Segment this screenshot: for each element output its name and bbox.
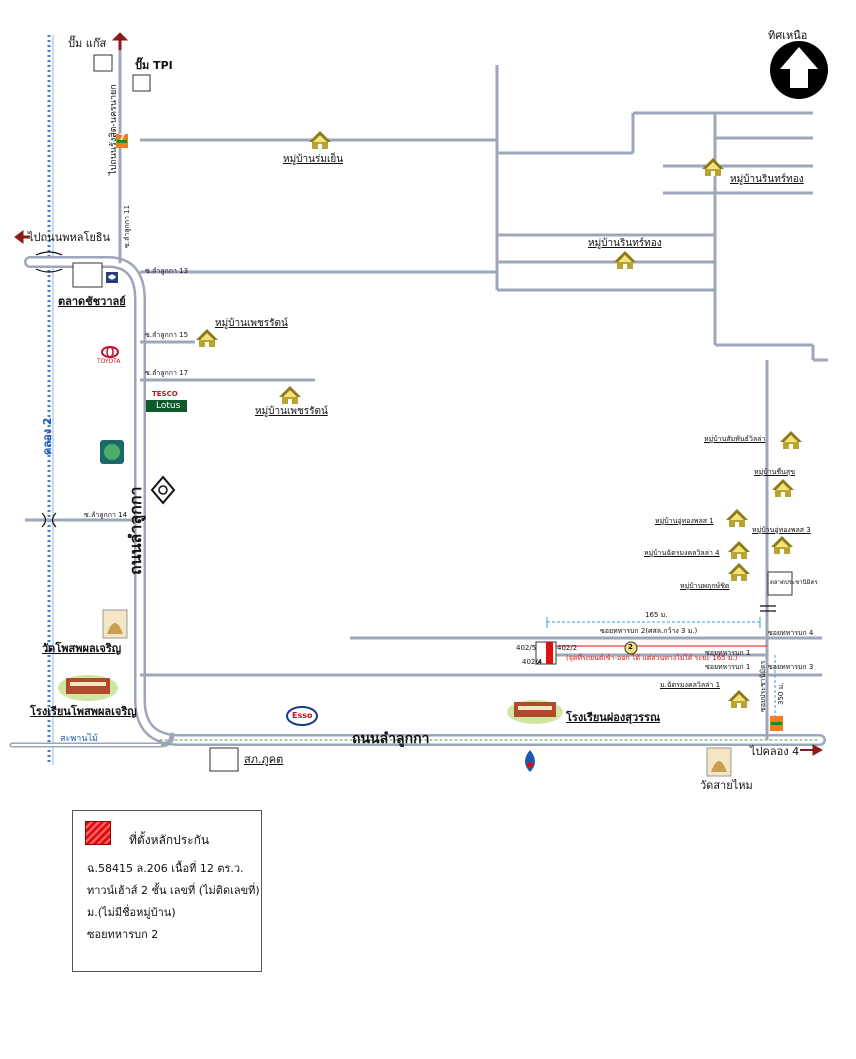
soi2-label: ซอยทหารบก 2(ศสล.กว้าง 3 ม.) [600,627,698,635]
soi13-label: ซ.ลำลูกกา 13 [145,267,189,275]
village-b-label: หมู่บ้านชื่นสุข [754,468,795,476]
direction-arrows [14,32,824,756]
soi3-label: ซอยทหารบก 3 [768,663,814,671]
bridge-label: สะพานไม้ [60,734,98,744]
to-rangsit-label: ไปถนนรังสิต-นครนายก [109,84,119,175]
esso-label: Esso [292,711,313,720]
lot-402-5-label: 402/5 [516,644,537,652]
main-road [9,38,826,748]
village-petcharat-label-1: หมู่บ้านเพชรรัตน์ [215,318,288,329]
canal [47,35,54,765]
house-icons [196,131,802,708]
north-arrow-icon [770,41,828,99]
soi-pracha-label: ซอยประชานิมิตร [759,660,767,712]
minor-roads [25,65,828,740]
bank-icon [106,272,118,283]
village-f-label: หมู่บ้านพฤกษ์ชิด [680,582,730,590]
seven-eleven-icon [116,134,128,148]
legend-line-1: ฉ.58415 ล.206 เนื้อที่ 12 ตร.ว. [87,862,244,875]
market2-label: ตลาดประชานิมิตร [770,579,818,586]
collateral-marker [546,642,553,664]
access-note: (จุดที่รถยนต์เข้า-ออก ได้ แต่สวนทางไม่ได… [566,654,738,662]
esso-icon [286,706,318,726]
temple-icon [102,609,128,639]
ptt-icon [525,750,535,772]
dist165-label: 165 ม. [645,611,668,619]
legend-box: ที่ตั้งหลักประกัน ฉ.58415 ล.206 เนื้อที่… [72,810,262,972]
legend-line-2: ทาวน์เฮ้าส์ 2 ชั้น เลขที่ (ไม่ติดเลขที่) [87,884,260,897]
soi17-label: ซ.ลำลูกกา 17 [145,369,189,377]
leaf-bank-icon [100,440,124,464]
bridge-marks [35,251,776,612]
canal-label: คลอง 2 [41,417,54,455]
soi14-label: ซ.ลำลูกกา 14 [84,511,128,519]
village-petcharat-label-2: หมู่บ้านเพชรรัตน์ [255,406,328,417]
soi4-label: ซอยทหารบก 4 [768,629,814,637]
market-label: ตลาดชัชวาลย์ [58,295,126,308]
dimension-lines [546,617,776,720]
building-boxes [72,54,793,772]
to-phahon-label: ไปถนนพหลโยธิน [28,231,111,244]
toyota-icon [101,346,119,358]
soi11-label: ซ.ลำลูกกา 11 [123,204,131,248]
legend-title: ที่ตั้งหลักประกัน [129,833,210,847]
bangkok-bank-icon [150,475,176,505]
wat-phosop-label: วัดโพสพผลเจริญ [42,642,122,655]
soi15-label: ซ.ลำลูกกา 15 [145,331,189,339]
school-icon [58,675,118,701]
village-rinthong-label-1: หมู่บ้านรินทร์ทอง [730,174,804,185]
village-g-label: ม.ฉัตรมงคลวิลล่า 1 [660,681,721,689]
north-label: ทิศเหนือ [768,29,808,42]
pump-gas-label: ปั๊ม แก๊ส [68,37,107,50]
lotus-label: Lotus [156,401,181,411]
tesco-lotus-icon [146,400,187,412]
collateral-swatch [85,821,111,845]
tesco-label: TESCO [152,390,178,398]
village-e-label: หมู่บ้านฉัตรมงคลวิลล่า 4 [644,549,720,557]
shop-label: สภ.ภูคต [244,753,284,766]
lot-402-2-label: 402/2 [557,644,578,652]
lamlukka-road-vertical: ถนนลำลูกกา [126,486,145,575]
village-c-label: หมู่บ้านอู่ทองพลส 1 [655,517,714,525]
village-d-label: หมู่บ้านอู่ทองพลส 3 [752,526,811,534]
legend-line-3: ม.(ไม่มีชื่อหมู่บ้าน) [87,906,176,919]
marker-number: 2 [628,643,633,651]
pump-tpi-label: ปั๊ม TPI [135,59,173,72]
soi1b-label: ซอยทหารบก 1 [705,649,751,657]
marker-circle [624,641,638,655]
village-romyen-label: หมู่บ้านร่มเย็น [283,154,344,165]
lot-402-4-label: 402/4 [522,658,543,666]
seven-label: 7 [119,133,126,143]
school-icon-2 [507,700,563,724]
temple-icon-2 [706,747,732,777]
toyota-label: TOYOTA [97,358,121,365]
dist350-label: 350 ม. [777,682,785,705]
school-phosop-label: โรงเรียนโพสพผลเจริญ [30,705,137,718]
lamlukka-road-horizontal: ถนนลำลูกกา [352,731,430,747]
school-phongsuwan-label: โรงเรียนผ่องสุวรรณ [566,711,661,724]
wat-saimai-label: วัดสายไหม [700,779,753,792]
seven-eleven-icon-2 [770,716,783,731]
village-rinthong-label-2: หมู่บ้านรินทร์ทอง [588,238,662,249]
soi1a-label: ซอยทหารบก 1 [705,663,751,671]
to-khlong4-label: ไปคลอง 4 [750,745,800,758]
legend-line-4: ซอยทหารบก 2 [87,928,159,941]
village-a-label: หมู่บ้านสัมพันธ์วิลล่า [704,435,766,443]
road-ticks [536,659,542,665]
